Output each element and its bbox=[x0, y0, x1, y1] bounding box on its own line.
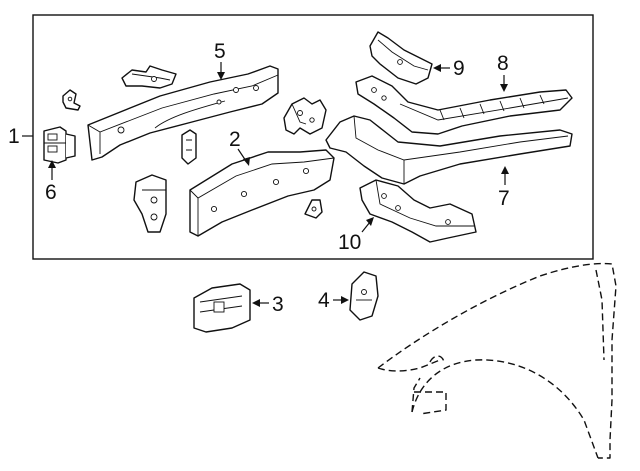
part-4-bracket bbox=[349, 271, 379, 321]
callout-7: 7 bbox=[498, 187, 510, 210]
part-10-reinforcement bbox=[359, 179, 477, 243]
small-bracket-part bbox=[181, 129, 197, 165]
part-8-side-member bbox=[355, 75, 573, 135]
part-7-apron-member bbox=[325, 115, 573, 185]
callout-1: 1 bbox=[8, 125, 20, 148]
part-3-bracket bbox=[193, 283, 251, 333]
part-5-front-rail bbox=[87, 65, 279, 161]
callout-10-arrow bbox=[366, 217, 374, 226]
callout-8: 8 bbox=[497, 52, 509, 75]
callout-3-arrow bbox=[252, 299, 260, 307]
callout-9-arrow bbox=[433, 64, 441, 72]
part-9-upper-bracket bbox=[369, 31, 433, 85]
callout-10-leader bbox=[361, 221, 371, 233]
callout-4-arrow bbox=[341, 296, 349, 304]
small-clip-part bbox=[62, 89, 81, 111]
part-6-bracket bbox=[43, 126, 76, 164]
callout-5-arrow bbox=[217, 72, 225, 80]
callout-5: 5 bbox=[214, 40, 226, 63]
callout-6-arrow bbox=[48, 160, 56, 168]
small-hook-part bbox=[304, 199, 323, 219]
callout-4: 4 bbox=[318, 289, 330, 312]
part-2-rail-extension bbox=[189, 149, 335, 237]
callout-3: 3 bbox=[272, 293, 284, 316]
callout-8-arrow bbox=[500, 84, 508, 92]
callout-7-arrow bbox=[501, 166, 509, 174]
center-mount-bracket bbox=[283, 97, 327, 135]
callout-9: 9 bbox=[453, 57, 465, 80]
callout-2-arrow bbox=[243, 157, 250, 166]
left-gusset-bracket bbox=[133, 174, 167, 233]
fender-reference-outline bbox=[377, 262, 617, 459]
assembly-group-frame bbox=[32, 14, 594, 260]
callout-6: 6 bbox=[45, 181, 57, 204]
upper-support-bracket bbox=[121, 65, 177, 89]
callout-10: 10 bbox=[338, 231, 361, 254]
callout-2: 2 bbox=[229, 128, 241, 151]
